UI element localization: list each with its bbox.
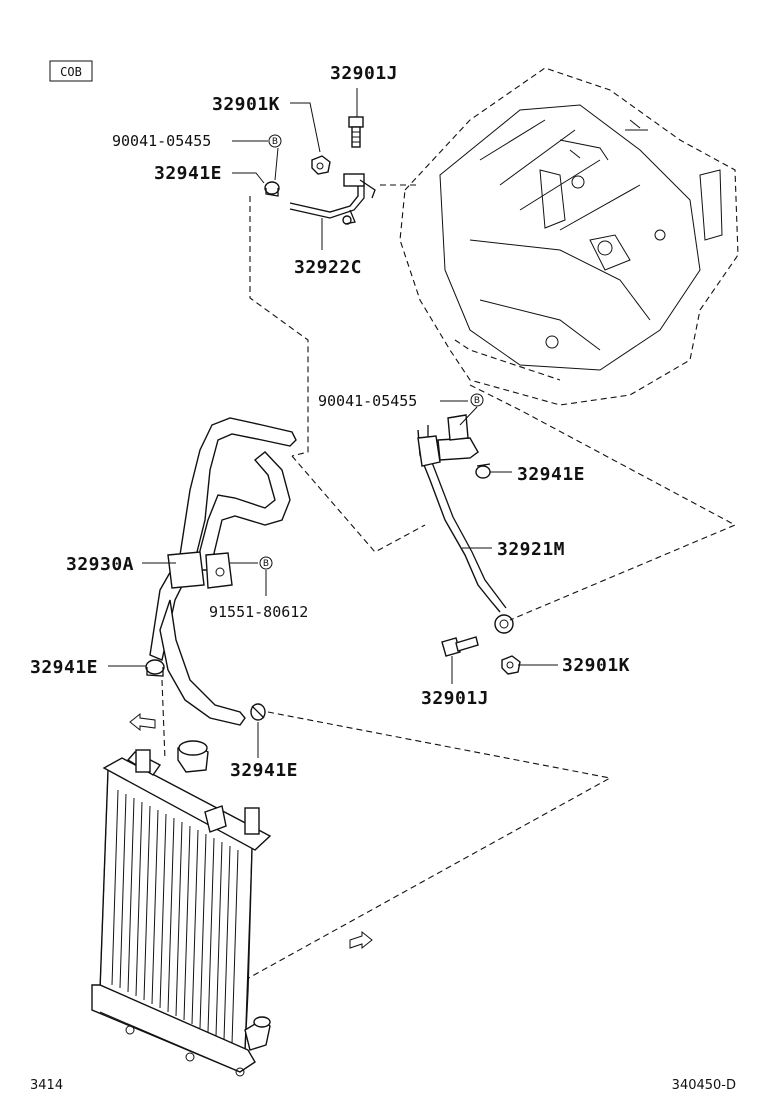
label-lower-tube: 32921M: [497, 539, 565, 560]
top-bolt-icon: [348, 116, 364, 148]
leader-top-clamp: [232, 172, 265, 184]
top-clamp-icon: [264, 181, 280, 197]
leader-upper-tube-to-hose: [249, 196, 309, 457]
flow-arrow-down-icon: [349, 930, 373, 950]
label-mid-bracket-bolt: 90041-05455: [318, 392, 417, 410]
section-code-box: COB: [49, 60, 93, 82]
section-code-text: COB: [60, 65, 82, 79]
svg-text:B: B: [474, 396, 480, 406]
label-bottom-clamp: 32941E: [230, 760, 298, 781]
leader-hose-to-lower-tube: [291, 455, 426, 553]
left-clamp-icon: [145, 659, 165, 677]
page-number: 3414: [30, 1078, 63, 1093]
upper-oil-cooler-tube: [289, 173, 376, 225]
lower-nut-icon: [501, 655, 521, 675]
ref-marker-hose: B: [259, 556, 273, 570]
ref-marker-mid: B: [470, 393, 484, 407]
leader-hose-to-radiator-2: [161, 679, 166, 761]
leader-top-nut: [290, 102, 321, 153]
svg-text:B: B: [272, 137, 278, 147]
label-hose-bolt: 91551-80612: [209, 603, 308, 621]
label-upper-tube: 32922C: [294, 257, 362, 278]
oil-cooler-hose: [149, 417, 297, 726]
illustration-id: 340450-D: [672, 1078, 736, 1093]
radiator: [91, 740, 272, 1077]
lower-oil-cooler-tube: [417, 414, 514, 634]
label-left-clamp: 32941E: [30, 657, 98, 678]
label-top-bolt: 32901J: [330, 63, 398, 84]
label-lower-bolt: 32901J: [421, 688, 489, 709]
mid-clamp-icon: [475, 463, 491, 479]
leader-top-bracket-bolt-2: [274, 147, 279, 181]
label-top-bracket-bolt: 90041-05455: [112, 132, 211, 150]
leader-hose-to-radiator: [244, 711, 612, 981]
leader-transmission-to-lower-tube: [469, 384, 737, 621]
flow-arrow-up-icon: [129, 712, 156, 732]
ref-marker-top: B: [268, 134, 282, 148]
label-top-nut: 32901K: [212, 94, 280, 115]
lower-bolt-icon: [441, 636, 479, 657]
svg-text:B: B: [263, 559, 269, 569]
label-hose: 32930A: [66, 554, 134, 575]
top-nut-icon: [311, 155, 331, 175]
leader-mid-bracket-bolt-2: [459, 406, 478, 426]
label-lower-nut: 32901K: [562, 655, 630, 676]
label-mid-clamp: 32941E: [517, 464, 585, 485]
bottom-clamp-icon: [250, 703, 266, 721]
label-top-clamp: 32941E: [154, 163, 222, 184]
transmission-housing: [399, 67, 739, 406]
